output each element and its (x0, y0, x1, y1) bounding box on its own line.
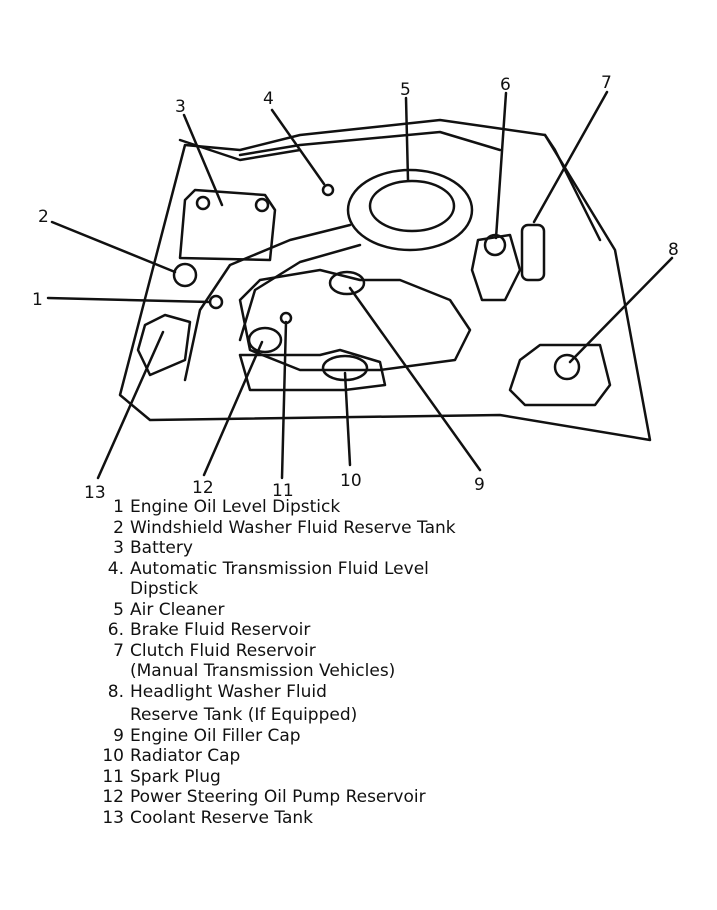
callout-6: 6 (500, 75, 511, 95)
leader-4 (270, 108, 326, 186)
callout-8: 8 (668, 240, 679, 260)
legend-label: Automatic Transmission Fluid Level (130, 558, 429, 579)
legend-item-7-cont: (Manual Transmission Vehicles) (80, 661, 640, 682)
legend-num: 6. (107, 620, 124, 640)
legend-label: Reserve Tank (If Equipped) (130, 705, 358, 725)
legend-num: 10 (102, 746, 124, 766)
legend-num: 13 (102, 807, 124, 828)
washer-tank-cap (172, 262, 198, 288)
leader-3 (182, 113, 224, 207)
legend-item-8: 8. Headlight Washer Fluid (80, 682, 640, 703)
clutch-reservoir (520, 223, 546, 282)
legend-item-3: 3 Battery (80, 538, 640, 559)
legend-label: Engine Oil Filler Cap (130, 725, 301, 746)
legend-num: 3 (113, 538, 124, 558)
legend-num: 5 (113, 599, 124, 620)
legend-num: 1 (113, 497, 124, 517)
atf-dipstick-handle (321, 183, 335, 197)
legend-num: 7 (113, 640, 124, 661)
callout-10: 10 (340, 471, 362, 491)
legend-label: Engine Oil Level Dipstick (130, 497, 341, 517)
hood-outline (118, 118, 652, 442)
legend-label: Battery (130, 538, 193, 558)
leader-6 (494, 91, 508, 240)
callout-12: 12 (192, 478, 214, 498)
legend-item-13: 13 Coolant Reserve Tank (80, 808, 640, 829)
legend-item-1: 1 Engine Oil Level Dipstick (80, 497, 640, 518)
legend-num: 9 (113, 725, 124, 746)
legend-label: Brake Fluid Reservoir (130, 620, 311, 640)
legend-num: 11 (102, 766, 124, 787)
callout-4: 4 (263, 89, 274, 109)
legend-item-5: 5 Air Cleaner (80, 600, 640, 621)
legend-num: 12 (102, 787, 124, 807)
legend-item-4-cont: Dipstick (80, 579, 640, 600)
leader-2 (50, 220, 177, 274)
battery-terminal-right (254, 197, 270, 213)
leader-12 (202, 340, 264, 477)
legend-label: Coolant Reserve Tank (130, 807, 313, 828)
callout-13: 13 (84, 483, 106, 500)
headlight-washer-tank (508, 343, 612, 407)
legend-label: Air Cleaner (130, 599, 225, 620)
oil-filler-cap (328, 270, 366, 296)
legend-label: Dipstick (130, 579, 199, 599)
engine-block (238, 268, 472, 372)
coolant-reserve-tank (136, 313, 192, 377)
brake-reservoir (470, 233, 522, 302)
radiator (238, 348, 387, 392)
air-cleaner (346, 168, 474, 252)
legend-item-7: 7 Clutch Fluid Reservoir (80, 641, 640, 662)
legend-item-11: 11 Spark Plug (80, 767, 640, 788)
legend-item-8-cont: Reserve Tank (If Equipped) (80, 705, 640, 726)
leader-8 (568, 256, 674, 364)
leader-13 (96, 330, 165, 480)
legend-item-9: 9 Engine Oil Filler Cap (80, 726, 640, 747)
callout-1: 1 (32, 290, 43, 310)
callout-2: 2 (38, 207, 49, 227)
legend-label: (Manual Transmission Vehicles) (130, 661, 396, 681)
legend-num: 4. (107, 558, 124, 579)
leader-10 (343, 371, 352, 467)
legend-item-2: 2 Windshield Washer Fluid Reserve Tank (80, 518, 640, 539)
power-steering-reservoir (247, 326, 283, 354)
legend-item-6: 6. Brake Fluid Reservoir (80, 620, 640, 641)
leader-1 (46, 296, 212, 304)
leader-9 (348, 286, 482, 472)
callout-9: 9 (474, 475, 485, 495)
legend-item-12: 12 Power Steering Oil Pump Reservoir (80, 787, 640, 808)
component-legend: 1 Engine Oil Level Dipstick 2 Windshield… (80, 497, 640, 828)
oil-dipstick-handle (208, 294, 224, 310)
legend-label: Power Steering Oil Pump Reservoir (130, 787, 426, 807)
fender-left (178, 138, 302, 162)
cowl-line (238, 130, 502, 157)
legend-item-4: 4. Automatic Transmission Fluid Level (80, 559, 640, 580)
legend-label: Windshield Washer Fluid Reserve Tank (130, 517, 456, 538)
callout-3: 3 (175, 97, 186, 117)
legend-item-10: 10 Radiator Cap (80, 746, 640, 767)
legend-num: 8. (107, 681, 124, 702)
legend-num: 2 (113, 517, 124, 538)
legend-label: Headlight Washer Fluid (130, 681, 327, 702)
leader-7 (532, 90, 609, 224)
engine-compartment-diagram: 1 2 3 4 5 6 7 8 9 10 11 12 13 (32, 73, 679, 500)
fender-right (543, 133, 602, 242)
callout-5: 5 (400, 80, 411, 100)
legend-label: Radiator Cap (130, 746, 241, 766)
battery-terminal-left (195, 195, 211, 211)
air-cleaner-lid (368, 179, 456, 233)
legend-label: Clutch Fluid Reservoir (130, 640, 316, 661)
callout-11: 11 (272, 481, 294, 500)
callout-7: 7 (601, 73, 612, 93)
legend-label: Spark Plug (130, 766, 221, 787)
leader-5 (404, 96, 410, 182)
headlight-washer-cap (553, 353, 581, 381)
battery (178, 188, 277, 262)
leader-11 (280, 320, 288, 480)
